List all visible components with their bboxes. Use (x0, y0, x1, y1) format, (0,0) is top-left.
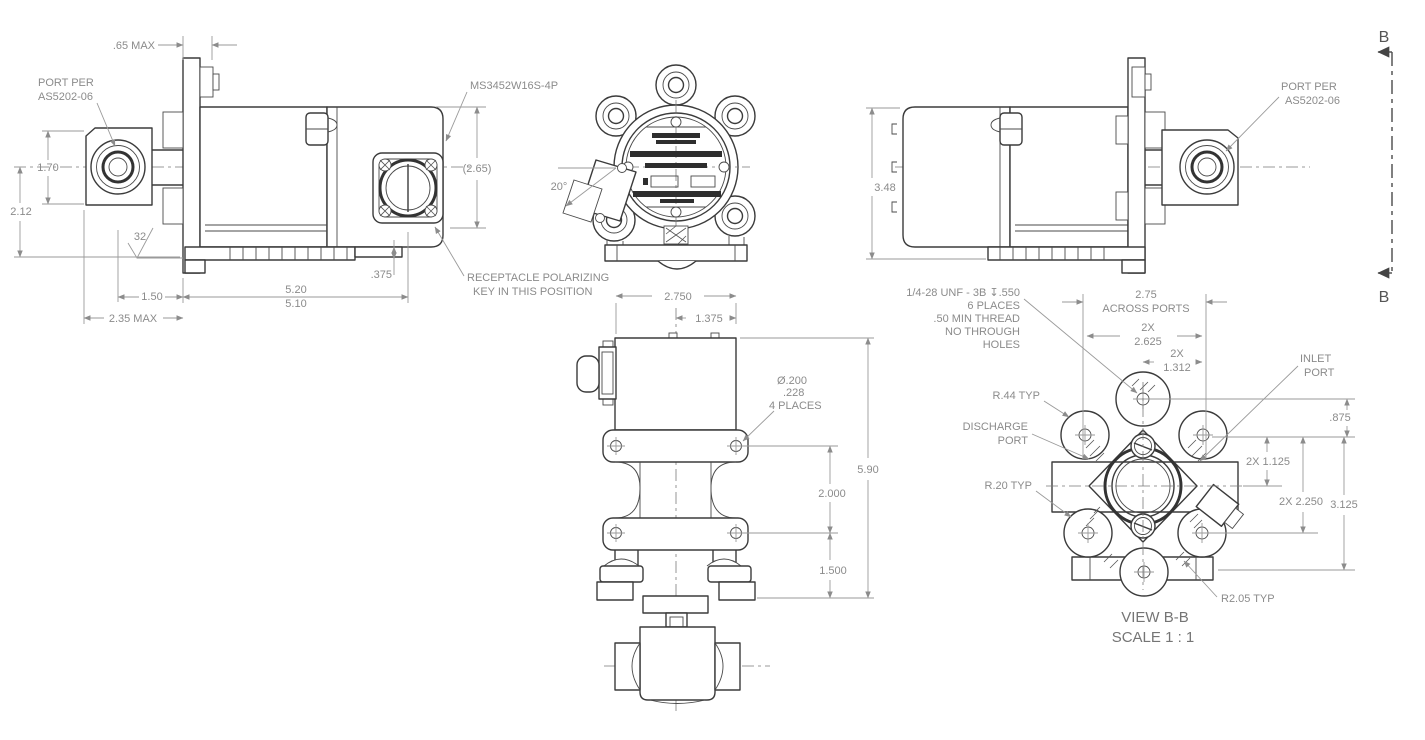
radius-2-05-label: R2.05 TYP (1221, 593, 1275, 605)
front-connector-20deg (562, 159, 637, 223)
dim-1-70: 1.70 (37, 162, 58, 174)
radius-20-label: R.20 TYP (985, 480, 1033, 492)
port-leader (96, 102, 116, 147)
motor-housing (902, 106, 1011, 248)
dim-2-12: 2.12 (10, 206, 31, 218)
surface-finish-value: 32 (134, 231, 146, 243)
dim-875: .875 (1329, 412, 1350, 424)
base-plate (184, 246, 356, 261)
thread-callout-5: HOLES (983, 339, 1020, 351)
thread-callout-4: NO THROUGH (945, 326, 1020, 338)
inlet-label-2: PORT (1304, 367, 1335, 379)
port-note-line2: AS5202-06 (1285, 95, 1340, 107)
thread-callout-2: 6 PLACES (967, 300, 1020, 312)
port-housing (639, 626, 716, 701)
view-front: 20° (551, 64, 756, 270)
dim-375: .375 (371, 269, 392, 281)
inlet-label-1: INLET (1300, 353, 1331, 365)
hole-callout-dia2: .228 (783, 387, 804, 399)
mounting-plate (182, 57, 201, 274)
view-section-bb: 1/4-28 UNF - 3B ↧.550 6 PLACES .50 MIN T… (906, 287, 1358, 646)
receptacle-note-line1: RECEPTACLE POLARIZING (467, 272, 609, 284)
dim-2-75: 2.75 (1135, 289, 1156, 301)
dim-5-90: 5.90 (857, 464, 878, 476)
lower-flange-wing (602, 517, 749, 551)
inlet-leader (1199, 365, 1299, 462)
discharge-label-2: PORT (998, 435, 1029, 447)
radius-44-label: R.44 TYP (993, 390, 1041, 402)
flange-holes (607, 437, 745, 542)
dim-2-65-ref: (2.65) (463, 163, 492, 175)
thread-leader (1023, 298, 1138, 394)
dim-2-35-max: 2.35 MAX (109, 313, 158, 325)
section-label-bottom: B (1379, 289, 1390, 306)
receptacle-corner-bolts (378, 158, 438, 218)
connector-leader (445, 91, 468, 142)
dim-20-degrees: 20° (551, 181, 568, 193)
dim-3-125: 3.125 (1330, 499, 1358, 511)
front-bottom-boss (663, 225, 689, 245)
qty-2x-a: 2X (1141, 322, 1155, 334)
receptacle-leader (434, 226, 465, 277)
port-note-line2: AS5202-06 (38, 91, 93, 103)
port-outer-circle (90, 139, 146, 195)
dim-across-ports: ACROSS PORTS (1102, 303, 1189, 315)
dim-1-312: 1.312 (1163, 362, 1191, 374)
dim-3-48: 3.48 (874, 182, 895, 194)
tapped-holes (1075, 389, 1213, 582)
qty-2x-b: 2X (1170, 348, 1184, 360)
receptacle-note-line2: KEY IN THIS POSITION (473, 286, 592, 298)
section-centerlines (1046, 382, 1252, 590)
dim-2-000: 2.000 (818, 488, 846, 500)
port-note-line1: PORT PER (1281, 81, 1337, 93)
dim-2-750: 2.750 (664, 291, 692, 303)
discharge-label-1: DISCHARGE (963, 421, 1028, 433)
top-connector (576, 340, 617, 406)
dim-2x-1-125: 2X 1.125 (1246, 456, 1290, 468)
hole-callout-dia: Ø.200 (777, 375, 807, 387)
view-side-left: .65 MAX PORT PER AS5202-06 1.70 2.12 32 … (10, 36, 609, 325)
front-base (604, 244, 748, 262)
section-line-bb: B B (1377, 29, 1393, 306)
section-connector-stub (1195, 483, 1245, 530)
dim-5-10: 5.10 (285, 298, 306, 310)
pump-housing (1009, 106, 1129, 248)
hole-leader (742, 410, 775, 442)
view-bb-scale: SCALE 1 : 1 (1112, 629, 1195, 646)
thread-callout-1: 1/4-28 UNF - 3B ↧.550 (906, 287, 1020, 299)
connector-part-number: MS3452W16S-4P (470, 80, 558, 92)
hole-callout-places: 4 PLACES (769, 400, 822, 412)
dim-2-625: 2.625 (1134, 336, 1162, 348)
dim-2x-2-250: 2X 2.250 (1279, 496, 1323, 508)
dim-1-375: 1.375 (695, 313, 723, 325)
section-hatching (1085, 378, 1207, 569)
port-note-line1: PORT PER (38, 77, 94, 89)
view-bb-title: VIEW B-B (1121, 609, 1189, 626)
port-leader (1225, 96, 1280, 152)
discharge-leader (1031, 433, 1090, 460)
cover-plate (1088, 429, 1198, 543)
nameplate-text-bars (630, 133, 722, 203)
dim-1-50: 1.50 (141, 291, 162, 303)
view-top: 2.750 1.375 Ø.200 .228 4 PLACES 5.90 2.0… (576, 291, 879, 712)
dim-5-20: 5.20 (285, 284, 306, 296)
dim-1-500: 1.500 (819, 565, 847, 577)
pump-body-top (614, 337, 737, 431)
dim-65-max: .65 MAX (113, 40, 156, 52)
section-label-top: B (1379, 29, 1390, 46)
thread-callout-3: .50 MIN THREAD (933, 313, 1020, 325)
base-center (642, 595, 709, 614)
view-side-right: 3.48 PORT PER AS5202-06 B B (866, 29, 1393, 306)
base-plate (987, 246, 1146, 261)
